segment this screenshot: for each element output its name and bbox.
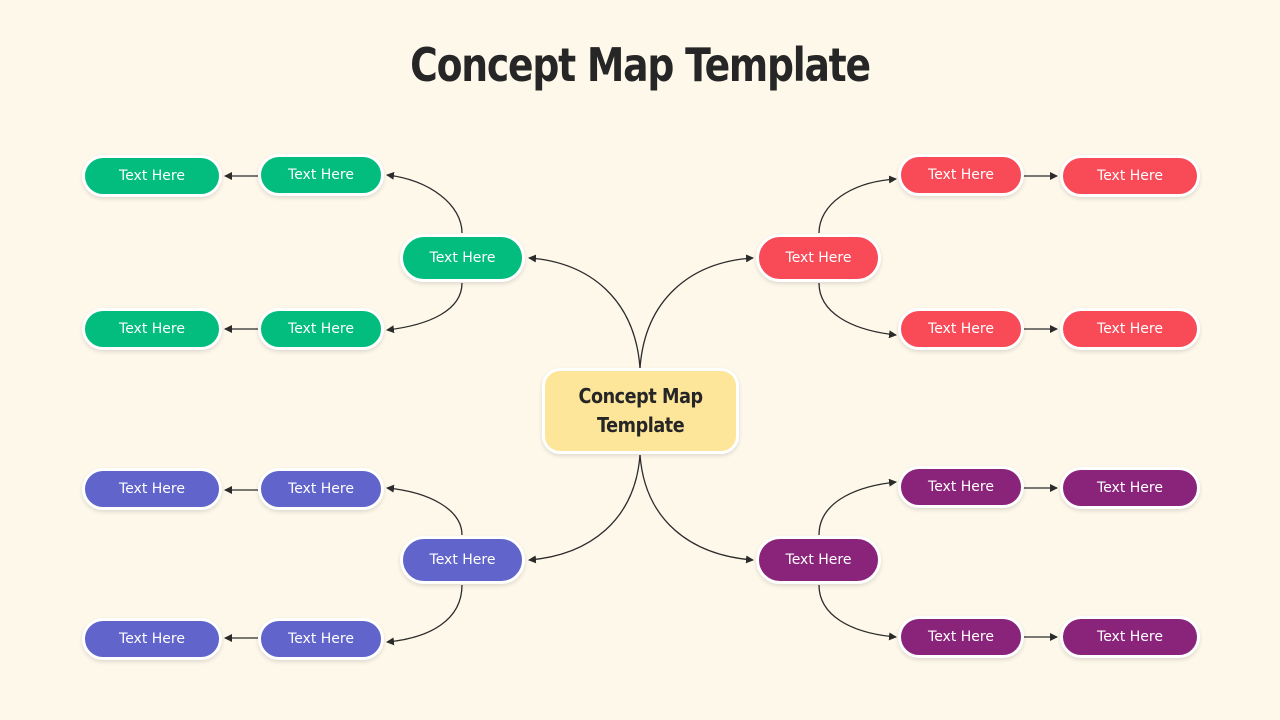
bottom-right-lower-outer-node[interactable]: Text Here	[1060, 616, 1200, 658]
bottom-left-upper-inner-node[interactable]: Text Here	[258, 468, 384, 510]
bottom-right-upper-outer-node[interactable]: Text Here	[1060, 467, 1200, 509]
bottom-left-mid-node[interactable]: Text Here	[400, 536, 525, 584]
center-node[interactable]: Concept Map Template	[542, 368, 739, 454]
arrow-center-to-top-left	[528, 254, 641, 369]
page-title: Concept Map Template	[410, 38, 871, 92]
bottom-left-upper-outer-node[interactable]: Text Here	[82, 468, 222, 510]
top-left-mid-node[interactable]: Text Here	[400, 234, 525, 282]
top-left-lower-inner-node[interactable]: Text Here	[258, 308, 384, 350]
bottom-left-lower-inner-node[interactable]: Text Here	[258, 618, 384, 660]
top-right-lower-inner-node[interactable]: Text Here	[898, 308, 1024, 350]
arrow-center-to-bottom-left	[528, 454, 641, 564]
top-right-mid-node[interactable]: Text Here	[756, 234, 881, 282]
arrow-center-to-top-right	[639, 254, 754, 369]
top-right-lower-outer-node[interactable]: Text Here	[1060, 308, 1200, 350]
top-right-upper-outer-node[interactable]: Text Here	[1060, 155, 1200, 197]
arrow-center-to-bottom-right	[639, 454, 754, 564]
bottom-right-mid-node[interactable]: Text Here	[756, 536, 881, 584]
top-left-lower-outer-node[interactable]: Text Here	[82, 308, 222, 350]
center-node-line1: Concept Map	[578, 384, 703, 408]
center-node-line2: Template	[596, 413, 685, 437]
bottom-right-lower-inner-node[interactable]: Text Here	[898, 616, 1024, 658]
top-right-upper-inner-node[interactable]: Text Here	[898, 154, 1024, 196]
bottom-right-upper-inner-node[interactable]: Text Here	[898, 466, 1024, 508]
bottom-left-lower-outer-node[interactable]: Text Here	[82, 618, 222, 660]
top-left-upper-outer-node[interactable]: Text Here	[82, 155, 222, 197]
top-left-upper-inner-node[interactable]: Text Here	[258, 154, 384, 196]
